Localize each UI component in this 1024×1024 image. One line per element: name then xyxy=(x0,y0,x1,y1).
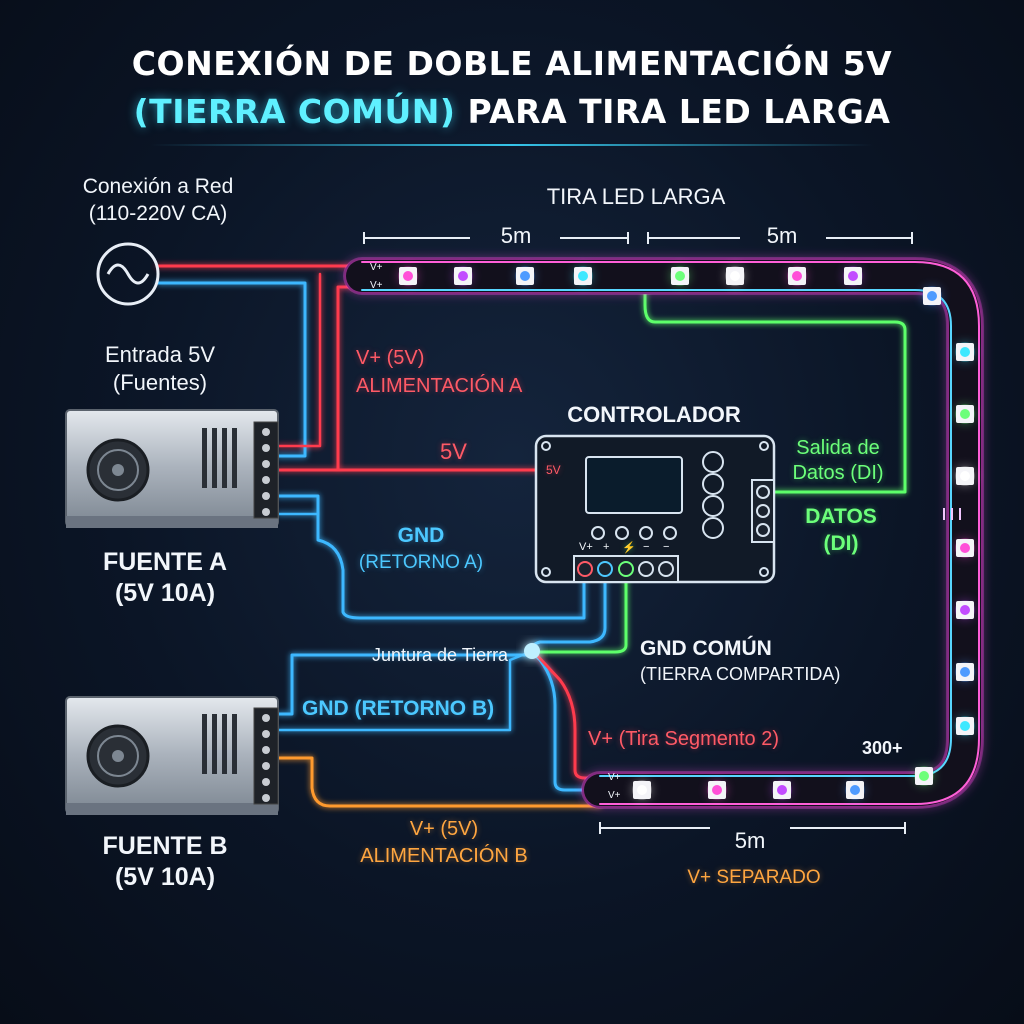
input-label-2: (Fuentes) xyxy=(112,370,208,395)
led-chip xyxy=(955,716,975,736)
data-out-wire xyxy=(643,276,907,494)
strip-pin-vplus-1: V+ xyxy=(370,262,383,273)
controller-board xyxy=(534,434,776,584)
strip-seg2-length: 5m xyxy=(766,223,798,248)
mains-neutral-wire xyxy=(156,281,307,458)
title-divider xyxy=(150,144,874,146)
mains-label-1: Conexión a Red xyxy=(82,175,234,198)
gnd-a-label-1: GND xyxy=(397,524,445,547)
data-wire xyxy=(538,566,628,654)
vplus-a-label-2: ALIMENTACIÓN A xyxy=(356,375,523,397)
psu-b-spec: (5V 10A) xyxy=(114,863,216,891)
controller-terminal-5: − xyxy=(663,541,670,553)
controller-terminal-2: + xyxy=(603,541,610,553)
strip-seg3-length: 5m xyxy=(734,828,766,853)
data-out-label-1: Salida de xyxy=(796,437,880,459)
title-accent: (TIERRA COMÚN) xyxy=(133,92,456,131)
gnd-a-label-2: (RETORNO A) xyxy=(358,552,484,573)
ground-junction-node xyxy=(524,643,540,659)
led-chip xyxy=(955,404,975,424)
psu-b-name: FUENTE B xyxy=(102,832,228,860)
psu-a xyxy=(65,409,279,528)
psu-b xyxy=(65,696,279,815)
led-chip xyxy=(922,286,942,306)
led-chip xyxy=(515,266,535,286)
strip-pin-vplus-4: V+ xyxy=(608,790,621,801)
led-chip xyxy=(955,662,975,682)
strip-seg1-length: 5m xyxy=(500,223,532,248)
led-chip xyxy=(843,266,863,286)
led-chip xyxy=(955,538,975,558)
controller-title: CONTROLADOR xyxy=(567,402,741,427)
title-line-1: CONEXIÓN DE DOBLE ALIMENTACIÓN 5V xyxy=(131,44,893,83)
title-rest: PARA TIRA LED LARGA xyxy=(455,92,891,131)
mains-live-to-psu-wire xyxy=(276,272,322,448)
led-chip xyxy=(772,780,792,800)
led-chip xyxy=(632,780,652,800)
led-chip xyxy=(453,266,473,286)
led-chip xyxy=(955,342,975,362)
controller-5v-label: 5V xyxy=(546,463,561,477)
led-chip xyxy=(707,780,727,800)
controller-terminal-3: ⚡ xyxy=(622,542,636,554)
psu-a-name: FUENTE A xyxy=(102,548,228,576)
led-chip xyxy=(398,266,418,286)
vplus-b-label-1: V+ (5V) xyxy=(409,818,479,840)
led-chip xyxy=(573,266,593,286)
led-strip xyxy=(343,257,984,809)
vplus-a-label-1: V+ (5V) xyxy=(356,347,425,369)
ground-junction-label: Juntura de Tierra xyxy=(372,645,509,665)
strip-separated-label: V+ SEPARADO xyxy=(687,867,820,889)
strip-separated-text: V+ SEPARADO xyxy=(687,867,821,888)
gnd-common-wire xyxy=(530,650,602,792)
gnd-a-psu-wire xyxy=(276,512,320,542)
vplus-seg2-wire xyxy=(530,648,602,780)
led-chip xyxy=(787,266,807,286)
gnd-a-wire xyxy=(276,494,586,620)
gnd-b-wire xyxy=(276,653,534,716)
data-direction-arrows xyxy=(943,508,961,520)
controller-terminal-1: V+ xyxy=(579,541,593,553)
led-chip xyxy=(914,766,934,786)
gnd-common-label-1: GND COMÚN xyxy=(640,637,772,660)
data-label-1: DATOS xyxy=(805,505,877,528)
five-v-label: 5V xyxy=(440,439,467,464)
led-chip xyxy=(845,780,865,800)
controller-display xyxy=(585,456,683,514)
title-line-2: (TIERRA COMÚN) PARA TIRA LED LARGA xyxy=(134,92,891,131)
gnd-b-return-wire xyxy=(276,650,532,732)
strip-title: TIRA LED LARGA xyxy=(546,184,726,209)
mains-label-2: (110-220V CA) xyxy=(88,202,228,225)
psu-a-spec: (5V 10A) xyxy=(114,579,216,607)
gnd-common-label-2: (TIERRA COMPARTIDA) xyxy=(640,664,841,684)
led-chip xyxy=(955,466,975,486)
led-chip xyxy=(725,266,745,286)
ac-source-icon xyxy=(96,242,160,306)
input-label-1: Entrada 5V xyxy=(104,342,216,367)
data-label-2: (DI) xyxy=(823,532,859,555)
led-chips xyxy=(398,266,975,800)
dimension-bracket-seg3 xyxy=(599,822,906,834)
controller-terminal-4: − xyxy=(643,541,650,553)
led-count: 300+ xyxy=(862,738,903,758)
strip-pin-vplus-2: V+ xyxy=(370,280,383,291)
led-chip xyxy=(955,600,975,620)
strip-pin-vplus-3: V+ xyxy=(608,772,621,783)
gnd-b-label: GND (RETORNO B) xyxy=(302,697,495,720)
data-out-label-2: Datos (DI) xyxy=(792,462,884,484)
vplus-b-label-2: ALIMENTACIÓN B xyxy=(360,845,528,867)
dimension-bracket-seg1 xyxy=(363,232,629,244)
led-chip xyxy=(670,266,690,286)
vplus-seg2-label: V+ (Tira Segmento 2) xyxy=(588,728,780,750)
dimension-bracket-seg2 xyxy=(647,232,913,244)
vplus-b-wire xyxy=(276,756,602,808)
